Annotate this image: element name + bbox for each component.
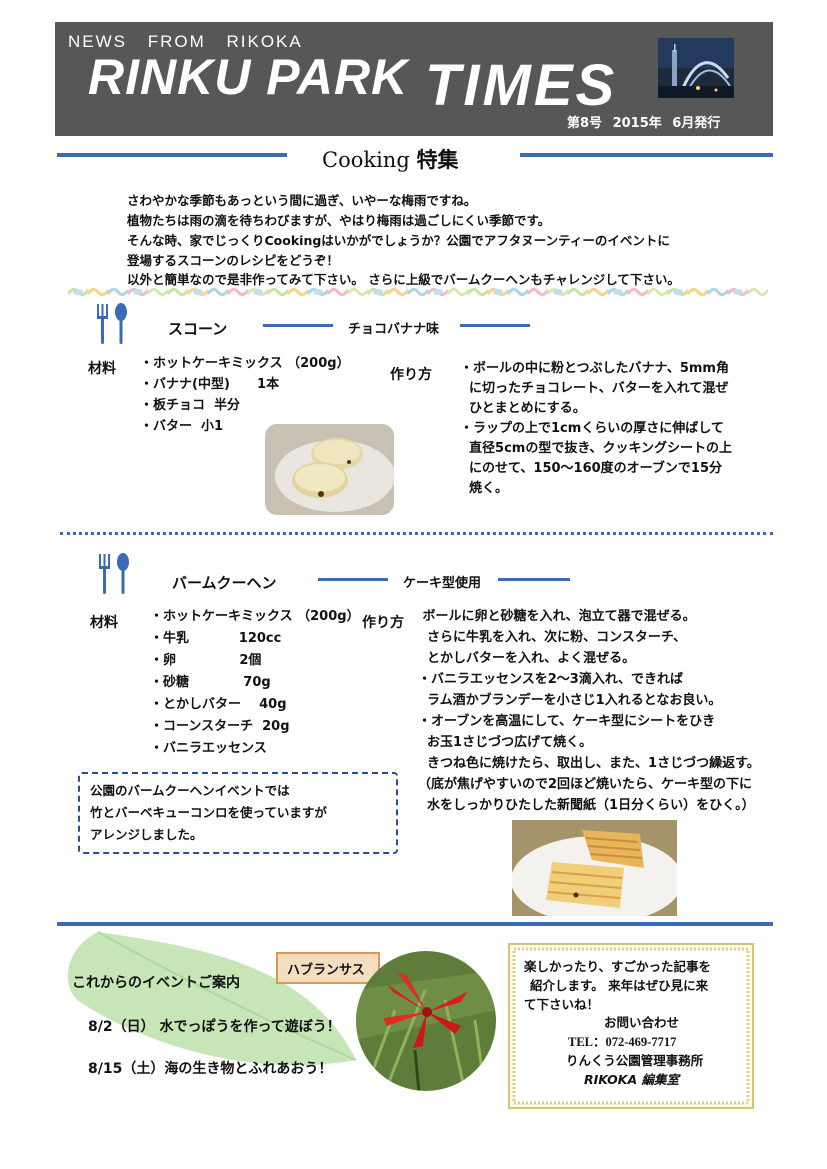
title-rule-left xyxy=(57,153,287,157)
method-step: に切ったチョコレート、バターを入れて混ぜ xyxy=(460,381,729,396)
ingredient-item: ・牛乳 120cc xyxy=(150,631,282,646)
note-line: アレンジしました。 xyxy=(90,827,203,842)
ingredient-item: ・バター 小1 xyxy=(140,419,224,434)
method-label: 作り方 xyxy=(390,367,432,383)
baumkuchen-photo xyxy=(512,820,677,916)
leaf-shape xyxy=(67,931,357,1066)
fountain-night-photo xyxy=(658,38,734,98)
note-box: 公園のバームクーヘンイベントでは 竹とバーベキューコンロを使っていますが アレン… xyxy=(78,772,398,854)
note-line: 公園のバームクーヘンイベントでは xyxy=(90,783,290,798)
intro-line: 以外と簡単なので是非作ってみて下さい。 さらに上級でバームクーヘンもチャレンジし… xyxy=(127,272,680,287)
method-step: にのせて、150～160度のオーブンで15分 xyxy=(460,461,722,476)
intro-line: そんな時、家でじっくりCookingはいかがでしょうか？公園でアフタヌーンティー… xyxy=(127,233,670,248)
materials-label: 材料 xyxy=(88,361,116,377)
ingredient-item: ・卵 2個 xyxy=(150,653,262,668)
ingredient-item: ・ホットケーキミックス （200g） xyxy=(150,609,360,624)
contact-heading: お問い合わせ xyxy=(604,1015,680,1030)
baum-variant: ケーキ型使用 xyxy=(403,576,482,591)
method-step: ・オーブンを高温にして、ケーキ型にシートをひき xyxy=(418,714,716,729)
contact-office: りんくう公園管理事務所 xyxy=(566,1053,704,1068)
fork-spoon-icon xyxy=(99,553,129,594)
contact-tel: TEL：072-469-7717 xyxy=(568,1035,677,1049)
scone-photo xyxy=(265,424,394,515)
method-step: 直径5cmの型で抜き、クッキングシートの上 xyxy=(460,441,733,456)
method-step: ・ボールの中に粉とつぶしたバナナ、5mm角 xyxy=(460,361,729,376)
scone-rule xyxy=(460,324,530,327)
method-step: ラム酒かブランデーを小さじ1入れるとなお良い。 xyxy=(418,693,722,708)
event-item: 8/2（日） 水でっぽうを作って遊ぼう！ xyxy=(88,1019,341,1035)
method-step: （底が焦げやすいので2回ほど焼いたら、ケーキ型の下に xyxy=(418,777,753,792)
issue-info: 第8号 2015年 6月発行 xyxy=(567,116,721,131)
news-from-label: NEWS FROM RIKOKA xyxy=(68,32,303,51)
scone-rule xyxy=(263,324,333,327)
materials-label: 材料 xyxy=(90,615,118,631)
decorative-border xyxy=(68,287,768,297)
baum-rule xyxy=(318,578,388,581)
feature-title: Cooking 特集 xyxy=(322,144,458,174)
baum-title: バームクーヘン xyxy=(172,574,277,592)
event-item: 8/15（土）海の生き物とふれあおう！ xyxy=(88,1061,333,1077)
method-step: ・ラップの上で1cmくらいの厚さに伸ばして xyxy=(460,421,724,436)
section-divider xyxy=(60,532,773,535)
events-heading: これからのイベントご案内 xyxy=(72,975,240,991)
footer-rule xyxy=(57,922,773,926)
ingredient-item: ・バニラエッセンス xyxy=(150,741,267,756)
times-title: TIMES xyxy=(425,53,618,118)
flower-label: ハブランサス xyxy=(287,963,365,978)
method-step: 水をしっかりひたした新聞紙（1日分くらい）をひく。） xyxy=(418,798,755,813)
habranthus-flower-photo xyxy=(356,951,496,1091)
contact-frame xyxy=(508,943,754,1109)
contact-editor: RIKOKA 編集室 xyxy=(584,1072,680,1087)
park-name: RINKU PARK xyxy=(88,49,409,105)
intro-line: 植物たちは雨の滴を待ちわびますが、やはり梅雨は過ごしにくい季節です。 xyxy=(127,213,551,228)
method-step: とかしバターを入れ、よく混ぜる。 xyxy=(418,651,636,666)
feature-title-en: Cooking xyxy=(322,148,410,172)
fork-spoon-icon xyxy=(97,303,127,344)
contact-line: 紹介します。 来年はぜひ見に来 xyxy=(530,978,709,993)
baum-rule xyxy=(498,578,570,581)
flower-label-box: ハブランサス xyxy=(276,952,380,984)
note-line: 竹とバーベキューコンロを使っていますが xyxy=(90,805,327,820)
intro-line: さわやかな季節もあっという間に過ぎ、いやーな梅雨ですね。 xyxy=(127,193,477,208)
ingredient-item: ・板チョコ 半分 xyxy=(140,398,241,413)
masthead xyxy=(55,22,773,136)
ingredient-item: ・バナナ(中型) 1本 xyxy=(140,377,280,392)
intro-line: 登場するスコーンのレシピをどうぞ！ xyxy=(127,253,339,268)
ingredient-item: ・ホットケーキミックス （200g） xyxy=(140,356,350,371)
method-step: ひとまとめにする。 xyxy=(460,401,586,416)
scone-title: スコーン xyxy=(168,320,228,338)
method-step: 焼く。 xyxy=(460,481,509,496)
method-step: ・バニラエッセンスを2～3滴入れ、できれば xyxy=(418,672,683,687)
method-step: ボールに卵と砂糖を入れ、泡立て器で混ぜる。 xyxy=(418,609,696,624)
title-rule-right xyxy=(520,153,773,157)
feature-title-ja: 特集 xyxy=(416,148,459,172)
method-step: お玉1さじづつ広げて焼く。 xyxy=(418,735,593,750)
scone-variant: チョコバナナ味 xyxy=(348,322,440,337)
contact-line: 楽しかったり、すごかった記事を xyxy=(524,959,712,974)
contact-line: て下さいね！ xyxy=(524,997,600,1012)
ingredient-item: ・砂糖 70g xyxy=(150,675,271,690)
ingredient-item: ・とかしバター 40g xyxy=(150,697,287,712)
method-step: きつね色に焼けたら、取出し、また、1さじづつ繰返す。 xyxy=(418,756,760,771)
ingredient-item: ・コーンスターチ 20g xyxy=(150,719,290,734)
method-step: さらに牛乳を入れ、次に粉、コンスターチ、 xyxy=(418,630,687,645)
method-label: 作り方 xyxy=(362,615,404,631)
